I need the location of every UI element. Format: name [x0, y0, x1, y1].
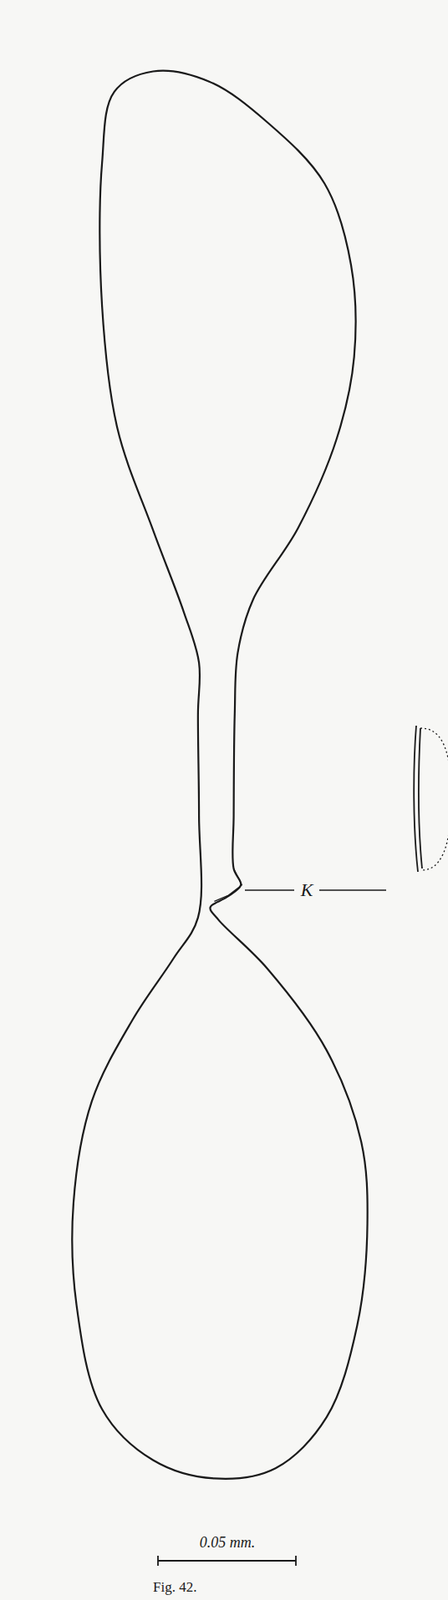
- inset-dotted-outline: [420, 728, 448, 871]
- leader-line: [319, 890, 387, 892]
- notch-inner-line: [213, 869, 242, 902]
- scale-label: 0.05 mm.: [199, 1536, 256, 1552]
- scale-bar: [157, 1557, 296, 1568]
- body-outline: [71, 71, 367, 1481]
- leader-line: [244, 890, 295, 892]
- part-letter: K: [300, 881, 314, 901]
- inset-wall: [413, 726, 423, 873]
- specimen-outline: [71, 71, 367, 1481]
- figure-caption-fragment: Fig. 42.: [152, 1581, 197, 1596]
